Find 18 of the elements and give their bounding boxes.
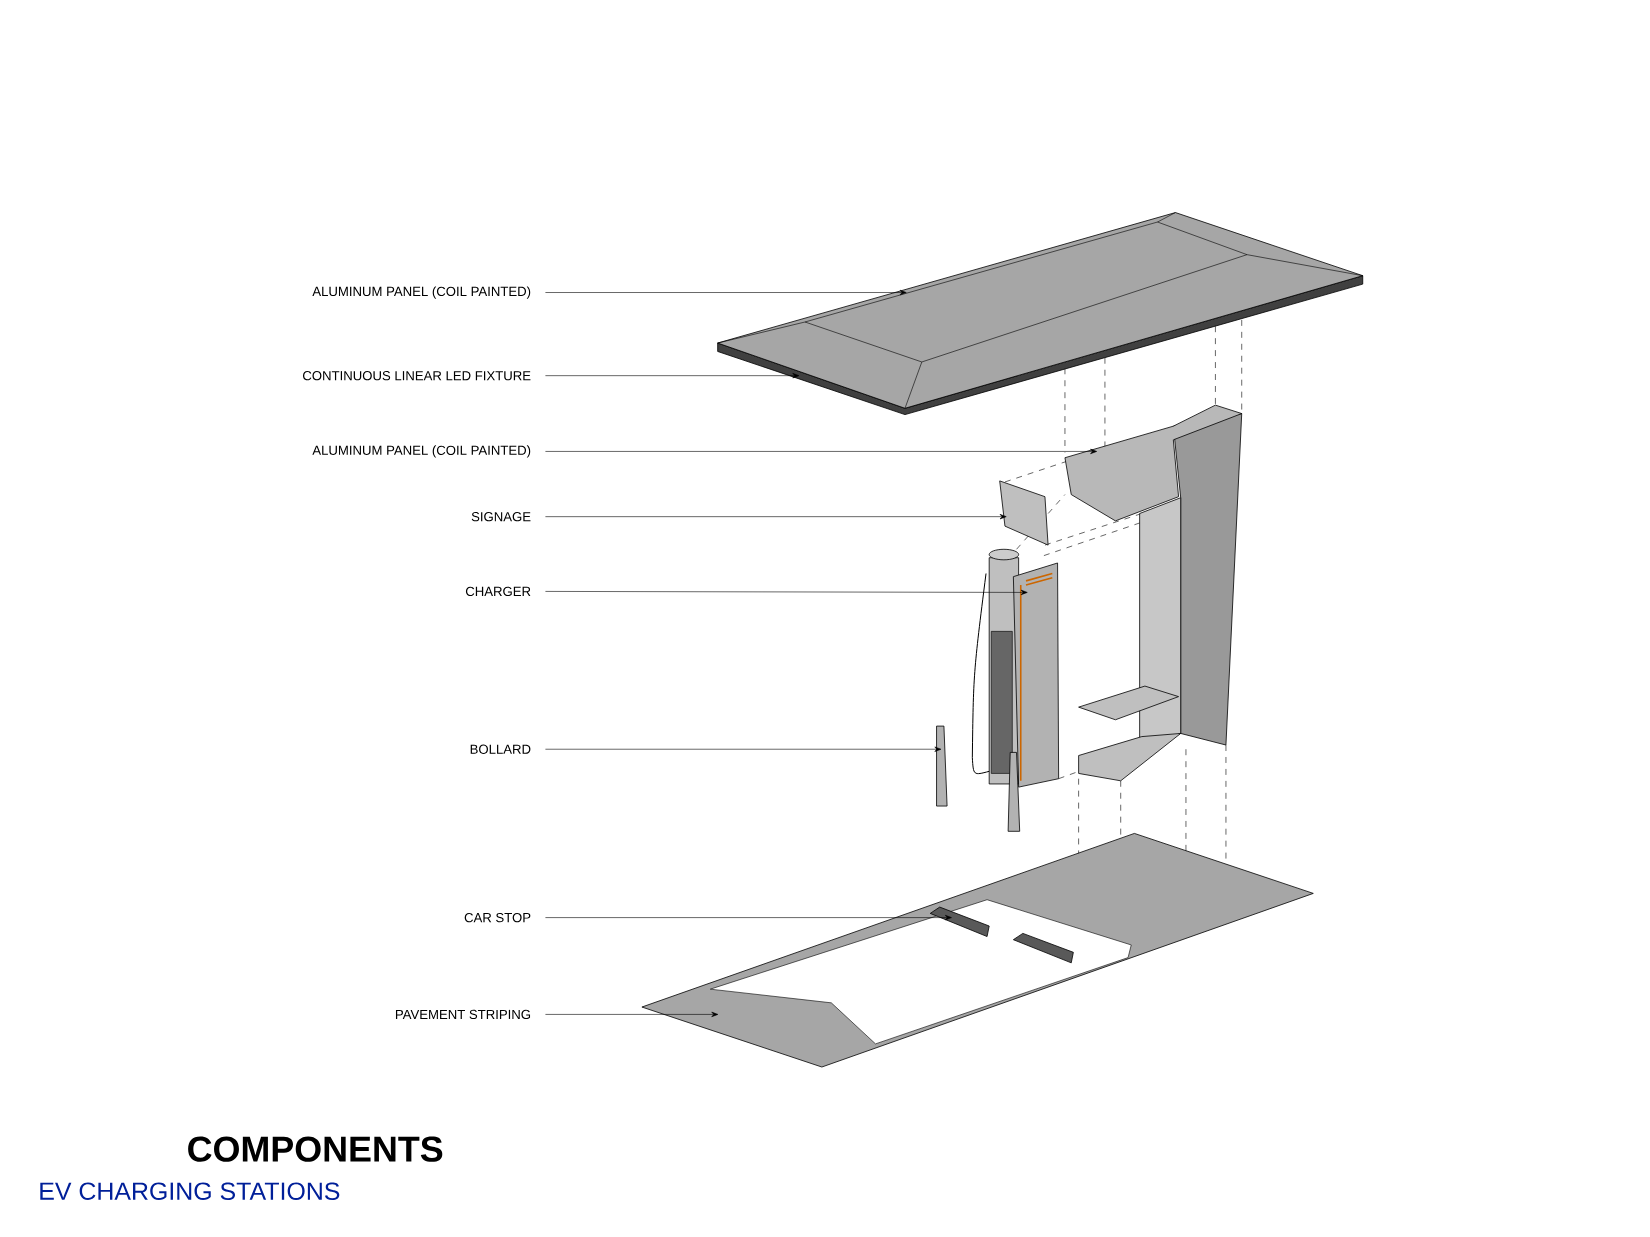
title: COMPONENTS — [188, 1136, 443, 1162]
leader-line — [545, 589, 1028, 595]
part-label: CAR STOP — [464, 912, 531, 922]
part-label: ALUMINUM PANEL (COIL PAINTED) — [312, 286, 531, 299]
part-label: CHARGER — [465, 586, 531, 596]
part-label: BOLLARD — [470, 744, 531, 754]
part-label: SIGNAGE — [471, 511, 531, 522]
part-label: PAVEMENT STRIPING — [396, 1009, 531, 1019]
leader-line — [545, 914, 952, 920]
leader-line — [545, 289, 907, 295]
part-label: CONTINUOUS LINEAR LED FIXTURE — [303, 370, 531, 381]
leader-line — [545, 448, 1097, 454]
subtitle: EV CHARGING STATIONS — [40, 1182, 340, 1200]
leader-line — [545, 1011, 719, 1017]
leader-line — [545, 513, 1007, 520]
leader-line — [545, 372, 800, 379]
part-label: ALUMINUM PANEL (COIL PAINTED) — [312, 445, 531, 458]
leader-line — [545, 746, 942, 752]
